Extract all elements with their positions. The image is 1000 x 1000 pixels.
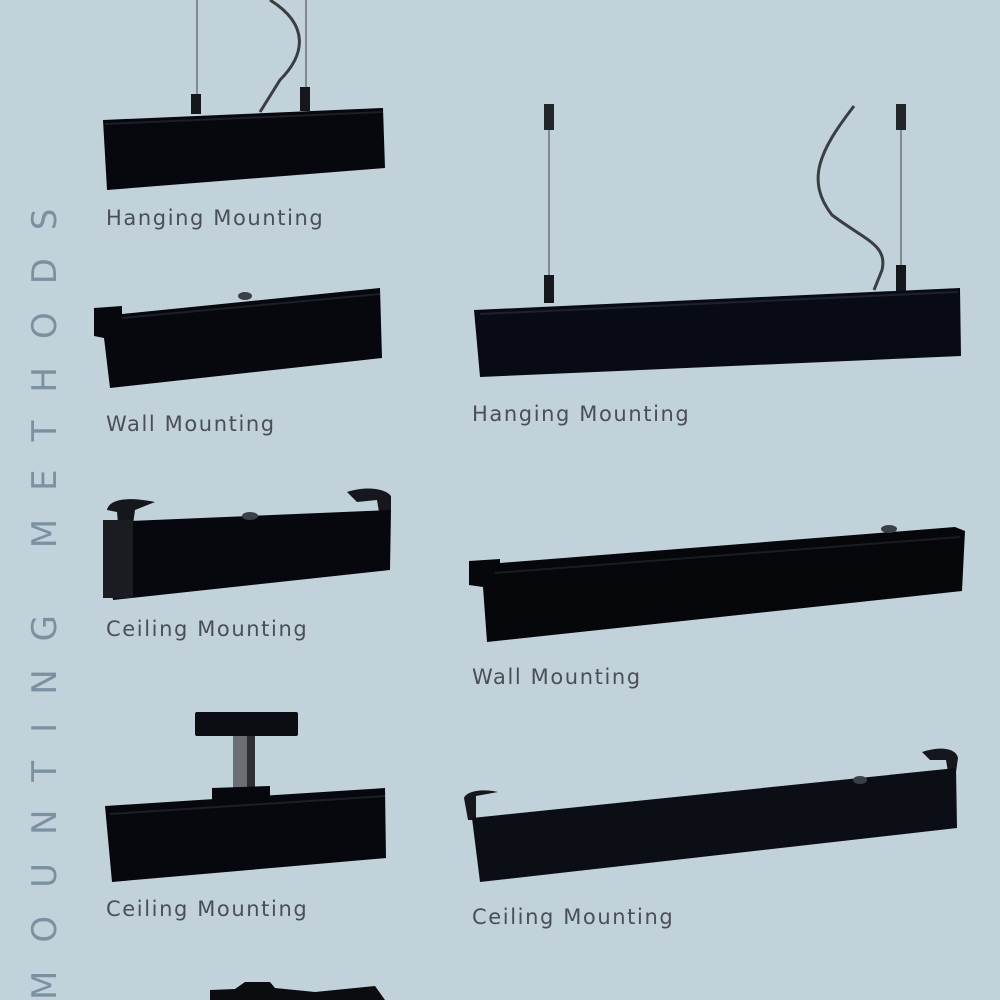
fixture-wall-long-image: [469, 525, 965, 642]
fixture-ceiling-clip-long-image: [464, 748, 958, 882]
fixture-label-right-3: Ceiling Mounting: [472, 905, 675, 929]
section-title-vertical: MOUNTING METHODS: [25, 180, 65, 1000]
fixture-label-left-2: Wall Mounting: [106, 412, 276, 436]
fixture-label-left-1: Hanging Mounting: [106, 206, 325, 230]
fixture-hanging-long-image: [474, 104, 961, 377]
fixture-ceiling-bracket-short-image: [105, 712, 386, 882]
fixture-label-left-4: Ceiling Mounting: [106, 897, 309, 921]
fixture-label-left-3: Ceiling Mounting: [106, 617, 309, 641]
fixture-label-right-1: Hanging Mounting: [472, 402, 691, 426]
fixture-hanging-short-image: [103, 0, 385, 190]
fixture-ceiling-clip-short-image: [103, 488, 391, 600]
fixture-label-right-2: Wall Mounting: [472, 665, 642, 689]
fixture-wall-short-image: [94, 288, 382, 388]
fixture-partial-bottom-image: [210, 982, 385, 1000]
